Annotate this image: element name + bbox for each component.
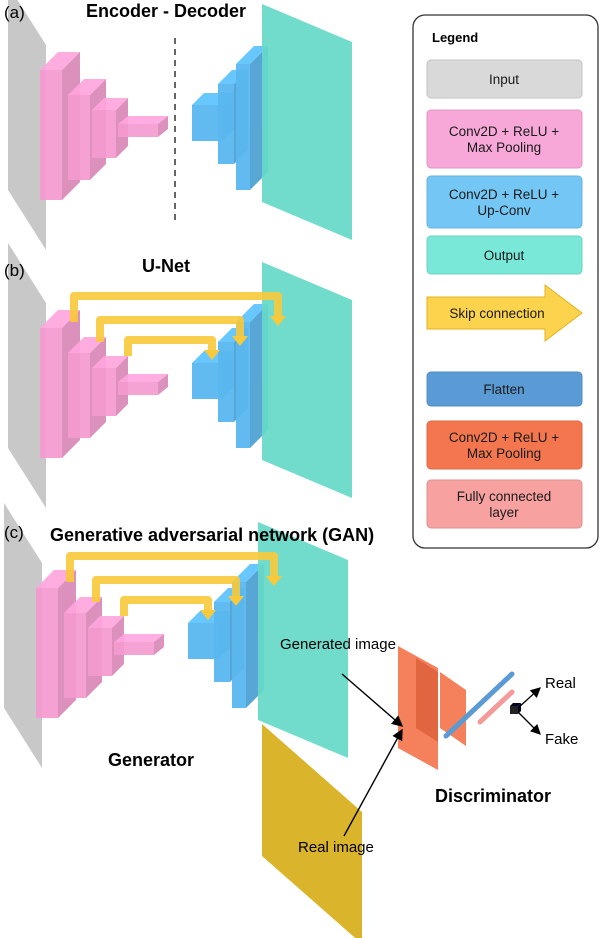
legend-item-label: Max Pooling bbox=[467, 446, 541, 461]
real-image-label: Real image bbox=[298, 839, 374, 856]
legend-item-1: Input bbox=[426, 59, 583, 99]
legend-item-6: Flatten bbox=[426, 371, 583, 407]
unet-output-layer bbox=[262, 262, 352, 498]
arrow-generated-to-discriminator bbox=[341, 673, 404, 727]
legend-item-label: Conv2D + ReLU + bbox=[449, 124, 559, 139]
legend-swatch bbox=[426, 420, 583, 470]
gan-generator-skip-arrowhead-2 bbox=[228, 596, 244, 606]
legend-item-label: Input bbox=[489, 72, 519, 87]
legend-swatch bbox=[426, 479, 583, 529]
diagram-shapes bbox=[4, 0, 541, 938]
panel-c-letter: (c) bbox=[4, 523, 24, 542]
panel-a-title: Encoder - Decoder bbox=[86, 1, 246, 21]
gan-generator-output-layer bbox=[258, 522, 348, 758]
legend-item-2: Conv2D + ReLU +Max Pooling bbox=[426, 109, 583, 169]
unet-bottleneck bbox=[118, 374, 168, 395]
unet-skip-arrowhead-3 bbox=[204, 350, 220, 360]
legend-item-label: Max Pooling bbox=[467, 140, 541, 155]
legend-item-label: Conv2D + ReLU + bbox=[449, 430, 559, 445]
encoder-decoder-bottleneck bbox=[118, 116, 168, 137]
gan-generator-bottleneck bbox=[114, 634, 164, 655]
disc-flatten bbox=[443, 671, 515, 739]
unet-skip-connection-1 bbox=[70, 292, 282, 322]
panel-b-letter: (b) bbox=[4, 261, 25, 280]
disc-fully-connected bbox=[477, 689, 515, 725]
legend-title: Legend bbox=[432, 30, 478, 45]
discriminator-label: Discriminator bbox=[435, 786, 551, 806]
encoder-decoder-input-layer bbox=[8, 0, 46, 250]
arrow-to-fake bbox=[517, 711, 541, 735]
panel-c-title: Generative adversarial network (GAN) bbox=[50, 525, 374, 545]
gan-generator-skip-connection-3 bbox=[120, 596, 212, 616]
legend-swatch bbox=[426, 175, 583, 229]
real-image-panel bbox=[262, 724, 362, 938]
gan-generator-skip-connection-2 bbox=[92, 576, 240, 602]
unet-enc-3 bbox=[92, 356, 128, 416]
encoder-decoder-output-layer bbox=[262, 4, 352, 240]
arrow-to-real bbox=[517, 687, 541, 709]
unet-skip-arrowhead-1 bbox=[270, 316, 286, 326]
gan-generator-input-layer bbox=[4, 503, 42, 768]
disc-conv-3 bbox=[440, 672, 466, 746]
legend-item-label: layer bbox=[489, 505, 519, 520]
output-real-label: Real bbox=[545, 675, 576, 692]
legend-item-label: Up-Conv bbox=[477, 203, 531, 218]
legend-item-label: Output bbox=[484, 248, 525, 263]
gan-generator-enc-3 bbox=[88, 616, 124, 676]
gan-generator-skip-connection-1 bbox=[66, 552, 278, 582]
generator-label: Generator bbox=[108, 750, 194, 770]
unet-input-layer bbox=[8, 243, 46, 508]
generated-image-label: Generated image bbox=[280, 636, 396, 653]
unet-skip-connection-2 bbox=[96, 316, 244, 342]
legend-item-label: Flatten bbox=[483, 382, 524, 397]
disc-output-node bbox=[510, 703, 521, 714]
panel-a-letter: (a) bbox=[4, 3, 25, 22]
legend-item-5: Skip connection bbox=[426, 283, 583, 343]
legend-item-4: Output bbox=[426, 235, 583, 275]
legend-item-7: Conv2D + ReLU +Max Pooling bbox=[426, 420, 583, 470]
legend-swatch bbox=[426, 109, 583, 169]
gan-generator-skip-arrowhead-3 bbox=[200, 610, 216, 620]
legend-swatch-arrow bbox=[426, 283, 583, 343]
unet-skip-arrowhead-2 bbox=[232, 336, 248, 346]
output-fake-label: Fake bbox=[545, 731, 578, 748]
legend-item-label: Conv2D + ReLU + bbox=[449, 187, 559, 202]
legend-item-label: Fully connected bbox=[457, 489, 552, 504]
disc-conv-2 bbox=[416, 658, 438, 742]
legend-swatch bbox=[426, 371, 583, 407]
legend-item-3: Conv2D + ReLU +Up-Conv bbox=[426, 175, 583, 229]
gan-generator-skip-arrowhead-1 bbox=[266, 576, 282, 586]
unet-skip-connection-3 bbox=[124, 336, 216, 356]
encoder-decoder-enc-3 bbox=[92, 98, 128, 158]
legend-swatch bbox=[426, 59, 583, 99]
legend-swatch bbox=[426, 235, 583, 275]
legend-item-label: Skip connection bbox=[449, 306, 544, 321]
arrow-real-to-discriminator bbox=[343, 728, 403, 837]
panel-b-title: U-Net bbox=[142, 256, 190, 276]
